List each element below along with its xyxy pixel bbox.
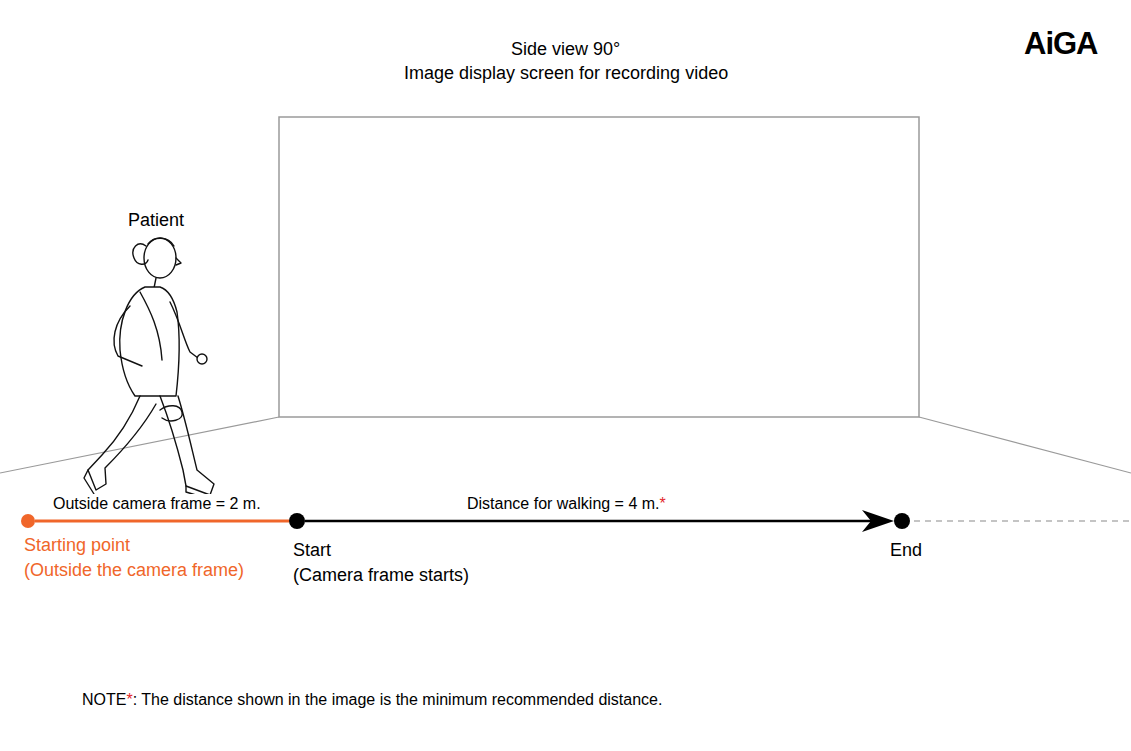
edge-label: Outside camera frame = 2 m. — [51, 494, 263, 513]
display-screen — [279, 117, 919, 417]
path-point: Start(Camera frame starts) — [289, 513, 305, 529]
figure-label: Patient — [128, 210, 184, 232]
point-name: Start — [293, 540, 331, 562]
point-name: Starting point — [24, 535, 130, 557]
patient-figure — [84, 238, 214, 500]
floor-line — [919, 417, 1131, 473]
point-note: (Camera frame starts) — [293, 565, 469, 587]
path-extension — [914, 520, 1131, 522]
connector-line — [35, 520, 289, 523]
path-point: End — [894, 513, 910, 529]
point-name: End — [890, 540, 922, 562]
path-point: Starting point(Outside the camera frame) — [21, 514, 35, 528]
edge-label: Distance for walking = 4 m.* — [465, 494, 668, 513]
floor-line — [0, 417, 279, 473]
connector — [35, 521, 289, 522]
screen-caption: Image display screen for recording video — [404, 63, 728, 85]
logo-text: AiGA — [1024, 25, 1098, 62]
connector — [305, 510, 894, 532]
point-note: (Outside the camera frame) — [24, 560, 244, 582]
connector-line — [305, 520, 872, 523]
diagram-title: Side view 90° — [511, 39, 620, 61]
footnote: NOTE*: The distance shown in the image i… — [82, 690, 662, 709]
arrow-head — [862, 510, 894, 532]
